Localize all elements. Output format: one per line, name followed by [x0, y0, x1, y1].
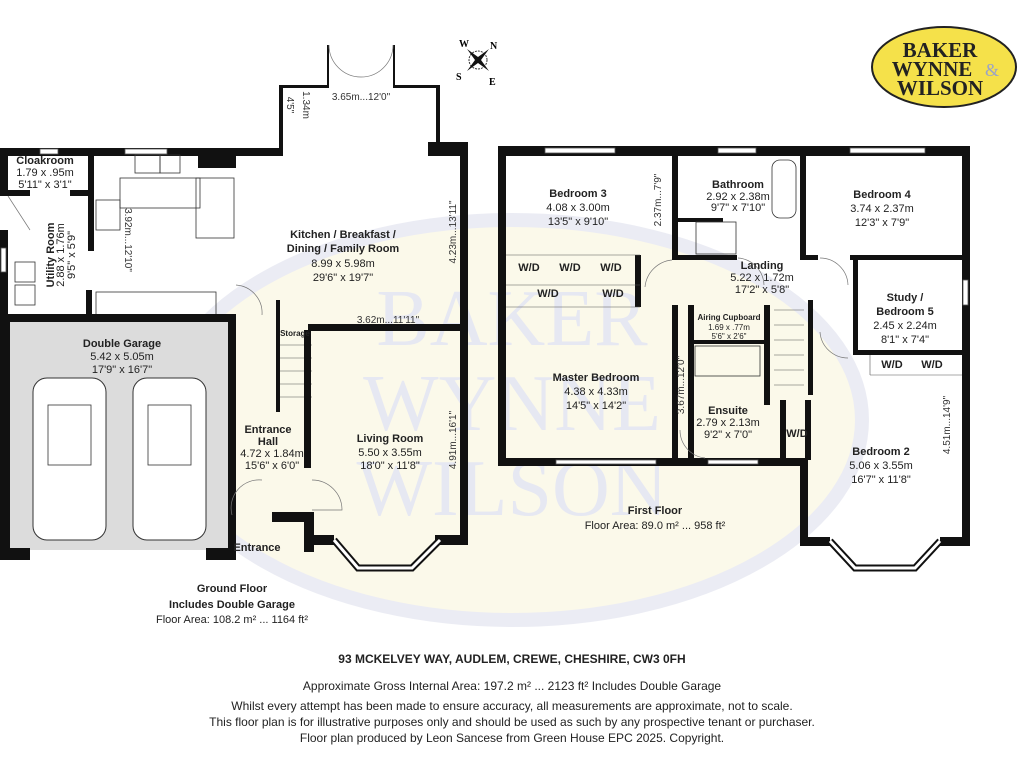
plan-label: 1.69 x .77m	[708, 323, 750, 332]
plan-label: 8.99 x 5.98m	[311, 258, 375, 270]
room-name-bedroom4: Bedroom 4	[853, 189, 911, 201]
plan-label: 1.79 x .95m	[16, 167, 73, 179]
plan-label: 4'5"	[284, 97, 295, 114]
plan-label: 4.23m...13'11"	[448, 200, 459, 264]
plan-label: BAKER	[376, 275, 648, 363]
plan-label: 2.79 x 2.13m	[696, 417, 760, 429]
plan-label: 3.67m...12'0"	[676, 355, 687, 414]
first-floor-plan	[498, 146, 970, 572]
plan-label: 5.50 x 3.55m	[358, 447, 422, 459]
plan-label: 4.72 x 1.84m	[240, 448, 304, 460]
plan-label: 9'5" x 5'9"	[66, 231, 78, 279]
wardrobe-label: W/D	[559, 262, 580, 274]
wardrobe-label: W/D	[600, 262, 621, 274]
credit-line: Floor plan produced by Leon Sancese from…	[299, 731, 725, 745]
plan-label: 9'7" x 7'10"	[711, 202, 765, 214]
disclaimer-line-2: This floor plan is for illustrative purp…	[209, 715, 815, 729]
first-floor-labels: Bedroom 3 4.08 x 3.00m 13'5" x 9'10" Bat…	[518, 173, 953, 532]
room-name-storage: Storage	[280, 329, 310, 338]
plan-label: 5.06 x 3.55m	[849, 460, 913, 472]
ground-floor-plan	[0, 44, 468, 572]
plan-label: WILSON	[897, 76, 983, 100]
plan-label: N	[490, 41, 498, 52]
disclaimer-line-1: Whilst every attempt has been made to en…	[231, 699, 793, 713]
wardrobe-label: W/D	[602, 288, 623, 300]
plan-label: WYNNE	[363, 360, 661, 448]
ground-floor-labels: Cloakroom 1.79 x .95m 5'11" x 3'1" Utili…	[16, 91, 459, 626]
plan-label: Floor Area: 89.0 m² ... 958 ft²	[585, 520, 726, 532]
plan-label: Hall	[258, 436, 278, 448]
plan-label: 17'2" x 5'8"	[735, 284, 789, 296]
plan-label: 16'7" x 11'8"	[851, 474, 911, 486]
plan-label: 29'6" x 19'7"	[313, 272, 373, 284]
plan-label: 4.38 x 4.33m	[564, 386, 628, 398]
plan-label: 4.91m...16'1"	[448, 410, 459, 469]
company-logo: BAKER WYNNE & WILSON	[871, 26, 1017, 108]
room-name-utility: Utility Room	[45, 222, 57, 287]
plan-label: 4.08 x 3.00m	[546, 202, 610, 214]
room-name-airing-cupboard: Airing Cupboard	[697, 313, 760, 322]
plan-label: 3.92m...12'10"	[122, 208, 133, 272]
plan-label: S	[456, 72, 462, 83]
plan-label: 18'0" x 11'8"	[360, 460, 420, 472]
room-name-ensuite: Ensuite	[708, 405, 748, 417]
plan-label: 9'2" x 7'0"	[704, 429, 752, 441]
plan-label: First Floor	[628, 505, 683, 517]
plan-label: WYNNE	[892, 57, 973, 81]
plan-label: 15'6" x 6'0"	[245, 460, 299, 472]
wardrobe-label: W/D	[518, 262, 539, 274]
plan-label: 17'9" x 16'7"	[92, 364, 152, 376]
plan-label: 3.74 x 2.37m	[850, 203, 914, 215]
plan-label: 3.62m...11'11"	[357, 315, 420, 326]
plan-label: 12'3" x 7'9"	[855, 217, 909, 229]
plan-label: 3.65m...12'0"	[332, 92, 391, 103]
plan-label: Floor Area: 108.2 m² ... 1164 ft²	[156, 614, 308, 626]
room-name-study: Study /	[887, 292, 924, 304]
room-name-master-bedroom: Master Bedroom	[553, 372, 640, 384]
room-name-bedroom3: Bedroom 3	[549, 188, 606, 200]
property-address: 93 MCKELVEY WAY, AUDLEM, CREWE, CHESHIRE…	[338, 652, 686, 666]
compass-icon: W N S E	[456, 39, 498, 88]
room-name-landing: Landing	[741, 260, 784, 272]
wardrobe-label: W/D	[786, 428, 807, 440]
plan-label: &	[985, 60, 999, 80]
plan-label: 2.92 x 2.38m	[706, 191, 770, 203]
entrance-label: Entrance	[233, 542, 280, 554]
plan-label: BAKER	[903, 38, 979, 62]
plan-label: W	[459, 39, 469, 50]
room-name-garage: Double Garage	[83, 338, 161, 350]
plan-label: 5.22 x 1.72m	[730, 272, 794, 284]
plan-label: 4.51m...14'9"	[942, 395, 953, 454]
plan-label: 5'6" x 2'6"	[712, 332, 747, 341]
wardrobe-label: W/D	[537, 288, 558, 300]
room-name-living: Living Room	[357, 433, 424, 445]
car-icon	[132, 377, 207, 541]
car-icon	[32, 377, 107, 541]
plan-label: Includes Double Garage	[169, 599, 295, 611]
room-name-hall: Entrance	[244, 424, 291, 436]
wardrobe-label: W/D	[881, 359, 902, 371]
room-name-cloakroom: Cloakroom	[16, 155, 74, 167]
plan-label: Ground Floor	[197, 583, 268, 595]
plan-label: Dining / Family Room	[287, 243, 400, 255]
plan-label: 5'11" x 3'1"	[18, 179, 71, 191]
wardrobe-label: W/D	[921, 359, 942, 371]
gross-area: Approximate Gross Internal Area: 197.2 m…	[302, 679, 722, 693]
plan-label: 5.42 x 5.05m	[90, 351, 154, 363]
room-name-kitchen: Kitchen / Breakfast /	[290, 229, 396, 241]
plan-label: 2.37m...7'9"	[653, 173, 664, 226]
plan-label: 1.34m	[300, 91, 311, 119]
plan-label: Bedroom 5	[876, 306, 933, 318]
plan-label: 8'1" x 7'4"	[881, 334, 929, 346]
plan-label: 13'5" x 9'10"	[548, 216, 608, 228]
room-name-bedroom2: Bedroom 2	[852, 446, 909, 458]
plan-label: 2.45 x 2.24m	[873, 320, 937, 332]
plan-label: E	[489, 77, 496, 88]
plan-label: 2.88 x 1.76m	[55, 223, 67, 287]
room-name-bathroom: Bathroom	[712, 179, 764, 191]
plan-label: 14'5" x 14'2"	[566, 400, 626, 412]
